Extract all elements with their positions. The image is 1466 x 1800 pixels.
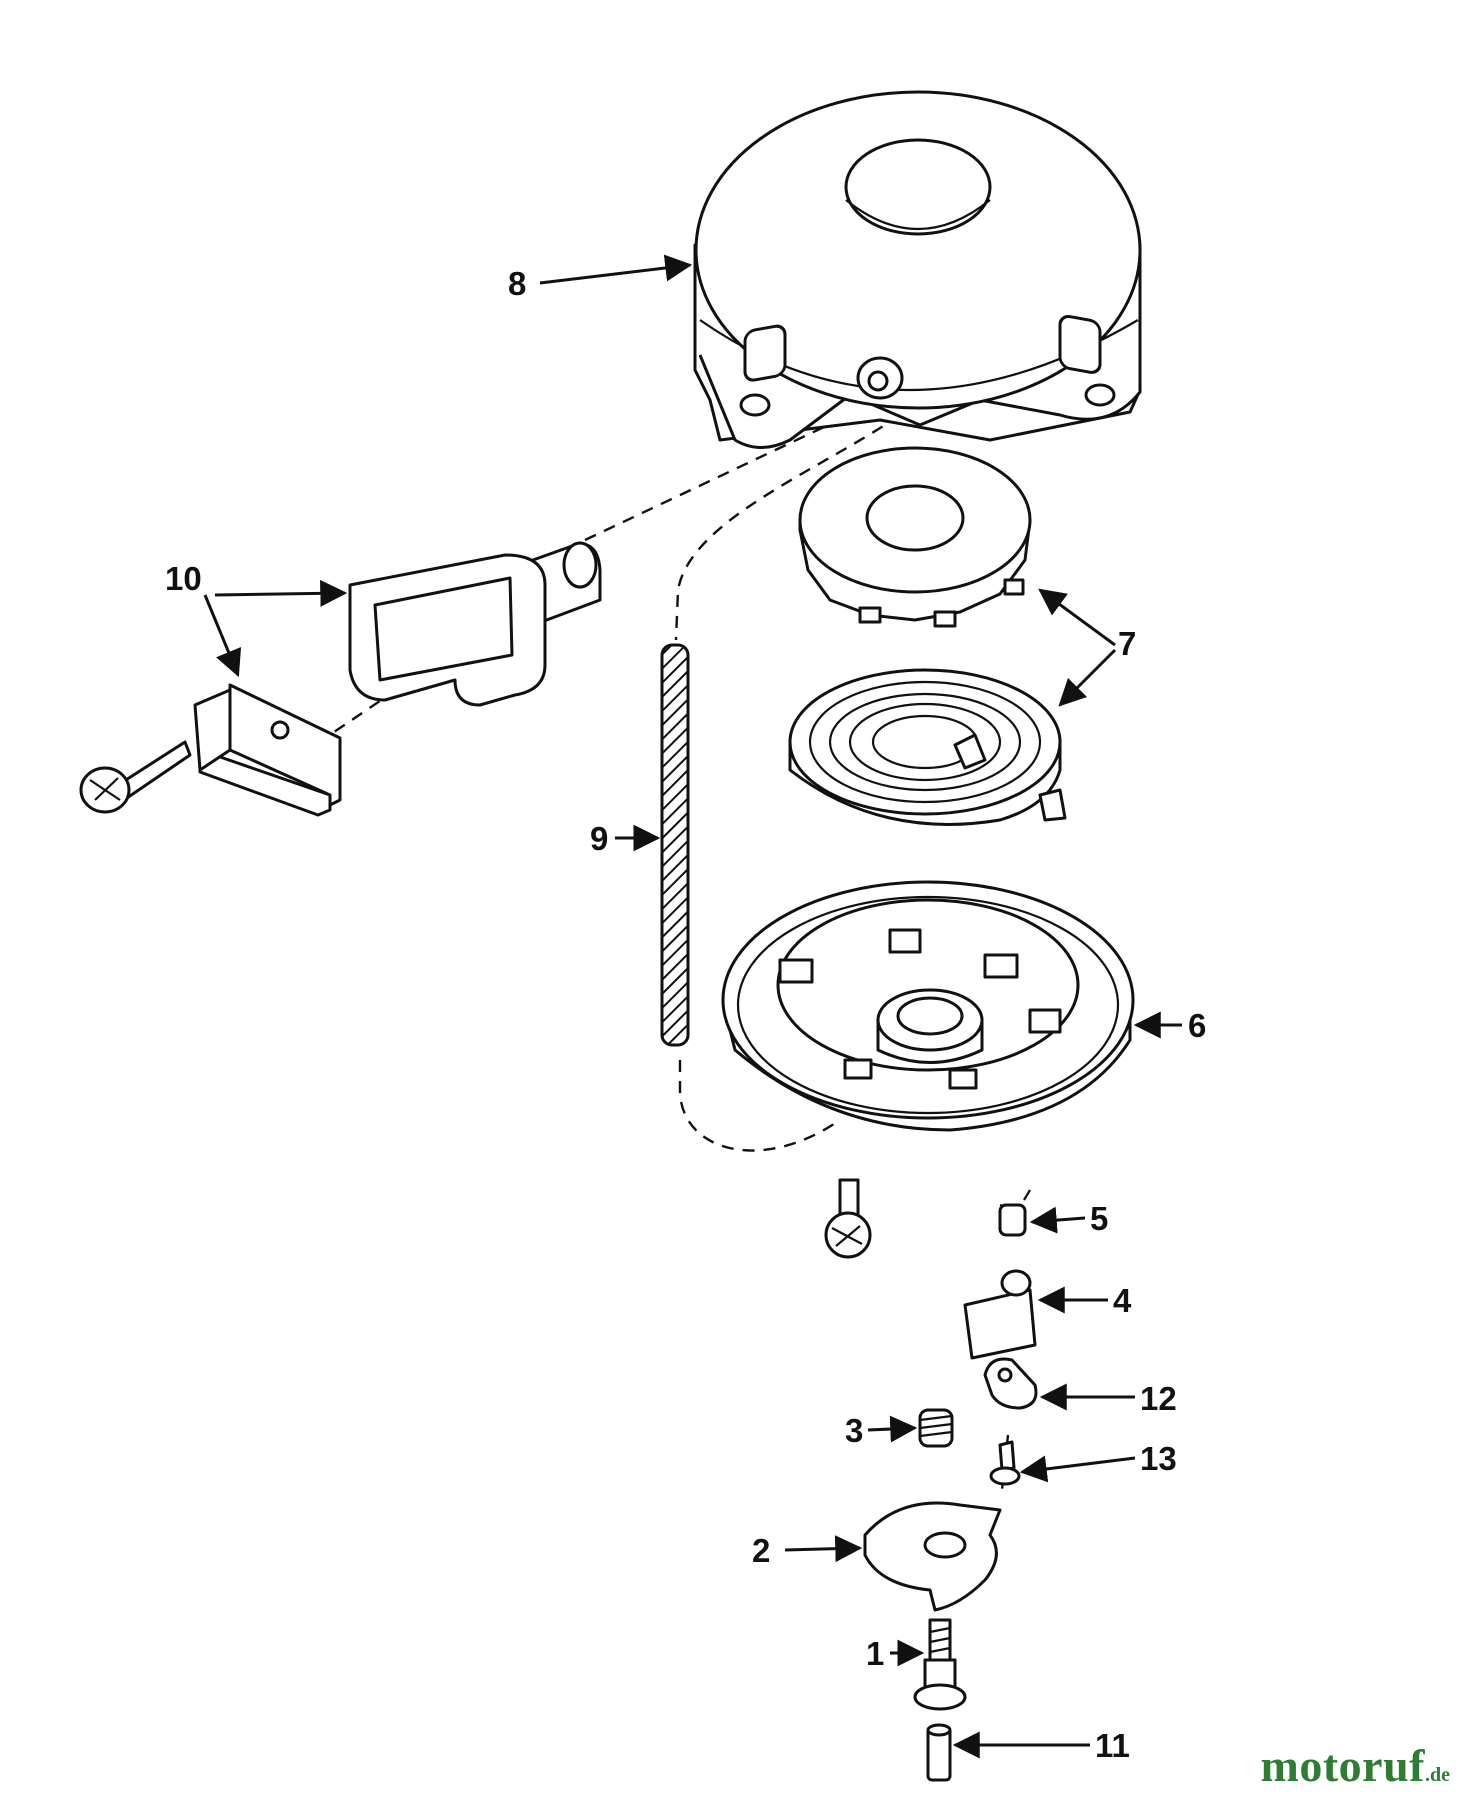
callout-5: 5 bbox=[1090, 1200, 1108, 1237]
retainer-plate-12 bbox=[983, 1357, 1038, 1410]
callout-arrows bbox=[203, 254, 1182, 1759]
callout-1: 1 bbox=[866, 1635, 884, 1672]
callout-9: 9 bbox=[590, 820, 608, 857]
starter-handle bbox=[348, 541, 602, 707]
screw-13 bbox=[989, 1440, 1021, 1486]
watermark-tld: .de bbox=[1425, 1764, 1450, 1786]
callout-11: 11 bbox=[1095, 1727, 1130, 1764]
callout-6: 6 bbox=[1188, 1007, 1206, 1044]
callout-7: 7 bbox=[1118, 625, 1136, 662]
recoil-spring bbox=[788, 668, 1067, 826]
handle-insert bbox=[193, 683, 342, 817]
shoulder-screw-1 bbox=[913, 1618, 967, 1711]
rope-pulley bbox=[721, 880, 1135, 1132]
pawl bbox=[963, 1269, 1037, 1360]
watermark-logo: motoruf.de bbox=[1261, 1739, 1450, 1792]
spring-cup bbox=[798, 446, 1032, 628]
callout-3: 3 bbox=[845, 1412, 863, 1449]
callout-2: 2 bbox=[752, 1532, 770, 1569]
handle-screw bbox=[79, 740, 192, 814]
pulley-screw bbox=[824, 1178, 872, 1259]
watermark-main: motoruf bbox=[1260, 1740, 1425, 1791]
starter-rope bbox=[660, 643, 690, 1047]
pin-11 bbox=[926, 1723, 952, 1782]
callout-4: 4 bbox=[1113, 1282, 1132, 1319]
callout-10: 10 bbox=[165, 560, 202, 597]
callout-8: 8 bbox=[508, 265, 526, 302]
callout-labels: 8 10 7 9 6 5 4 12 3 13 2 1 11 bbox=[165, 265, 1206, 1764]
callout-13: 13 bbox=[1140, 1440, 1177, 1477]
callout-12: 12 bbox=[1140, 1380, 1177, 1417]
starter-housing bbox=[693, 90, 1142, 449]
brake-washer-2 bbox=[863, 1501, 1002, 1612]
spring-5 bbox=[998, 1189, 1031, 1237]
spring-3 bbox=[918, 1408, 954, 1448]
